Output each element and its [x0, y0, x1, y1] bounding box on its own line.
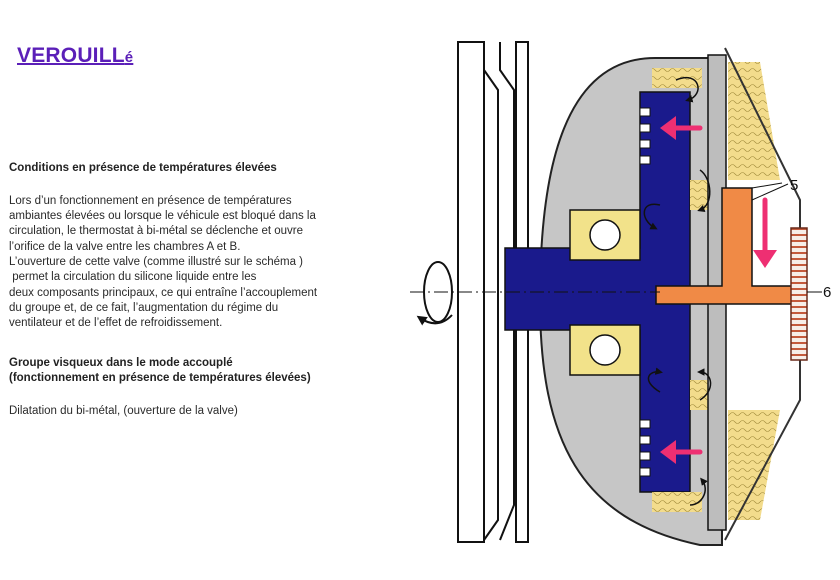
bearing-top — [569, 209, 641, 261]
section1-line-3: circulation, le thermostat à bi-métal se… — [9, 225, 304, 237]
title-main: VEROUILL — [17, 44, 125, 67]
label-5-leader — [751, 183, 789, 201]
rotation-indicator — [416, 261, 453, 326]
section1-heading: Conditions en présence de températures é… — [9, 162, 277, 174]
silicone-fluid — [652, 62, 780, 520]
title-suffix: é — [124, 49, 134, 66]
label-5: 5 — [790, 177, 798, 194]
section1-line-2: ambiantes élevées ou lorsque le véhicule… — [9, 210, 316, 222]
section1-line-6: permet la circulation du silicone liquid… — [9, 271, 257, 283]
label-6: 6 — [823, 284, 831, 301]
section2-text: Dilatation du bi-métal, (ouverture de la… — [9, 405, 238, 417]
section2-heading-line1: Groupe visqueux dans le mode accouplé — [9, 357, 233, 369]
section1-line-8: du groupe et, de ce fait, l’augmentation… — [9, 302, 279, 314]
circulation-arrows — [643, 77, 712, 506]
section1-line-7: deux composants principaux, ce qui entra… — [9, 287, 318, 299]
page-title: VEROUILLé — [17, 44, 133, 68]
bearing-bottom — [569, 324, 641, 376]
section1-line-9: ventilateur et de l’effet de refroidisse… — [9, 317, 223, 329]
flow-arrows — [660, 116, 777, 464]
section1-line-1: Lors d’un fonctionnement en présence de … — [9, 195, 292, 207]
section2-heading-line2: (fonctionnement en présence de températu… — [9, 372, 311, 384]
section1-line-4: l’orifice de la valve entre les chambres… — [9, 241, 241, 253]
rotor-teeth-bottom — [639, 419, 651, 477]
rotor-teeth-top — [639, 107, 651, 165]
section1-line-5: L’ouverture de cette valve (comme illust… — [9, 256, 304, 268]
bimetal-strip — [790, 227, 808, 361]
